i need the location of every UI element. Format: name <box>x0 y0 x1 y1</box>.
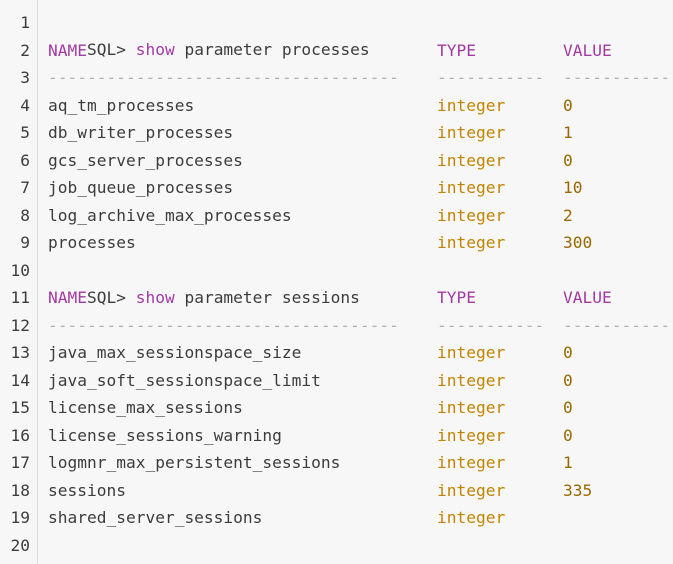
param-name: log_archive_max_processes <box>48 206 292 225</box>
line-number: 2 <box>20 41 30 60</box>
line-number: 18 <box>10 481 31 500</box>
separator-name: ------------------------------------ <box>48 68 399 87</box>
param-value: 2 <box>563 206 573 225</box>
sql-command-line[interactable]: SQL> show parameter processes <box>48 9 370 59</box>
header-name: NAME <box>48 41 87 60</box>
line-number-gutter: 1 2 3 4 5 6 7 8 9 10 11 12 13 14 15 16 1… <box>0 0 38 564</box>
header-type: TYPE <box>437 41 476 60</box>
param-type: integer <box>437 481 506 500</box>
param-type: integer <box>437 508 506 527</box>
separator-row: ------------------------------------ ---… <box>0 312 673 339</box>
param-type: integer <box>437 206 506 225</box>
param-name: logmnr_max_persistent_sessions <box>48 453 341 472</box>
header-name: NAME <box>48 288 87 307</box>
param-value: 0 <box>563 96 573 115</box>
param-type: integer <box>437 453 506 472</box>
table-row: shared_server_sessions integer <box>0 504 673 531</box>
param-name: java_soft_sessionspace_limit <box>48 371 321 390</box>
sql-command-line[interactable]: SQL> show parameter sessions <box>48 257 360 307</box>
line-number: 10 <box>10 261 31 280</box>
header-value: VALUE <box>563 288 612 307</box>
param-value: 0 <box>563 371 573 390</box>
line-number: 5 <box>20 123 30 142</box>
separator-type: ----------- <box>437 68 545 87</box>
param-type: integer <box>437 178 506 197</box>
param-value: 1 <box>563 453 573 472</box>
table-row: java_soft_sessionspace_limit integer 0 <box>0 367 673 394</box>
param-value: 0 <box>563 426 573 445</box>
table-row: aq_tm_processes integer 0 <box>0 92 673 119</box>
param-name: aq_tm_processes <box>48 96 195 115</box>
param-type: integer <box>437 343 506 362</box>
param-value: 0 <box>563 398 573 417</box>
separator-value: ------------------------------ <box>563 316 673 335</box>
column-header-row: NAME TYPE VALUE <box>0 284 673 311</box>
table-row: license_max_sessions integer 0 <box>0 394 673 421</box>
table-row: logmnr_max_persistent_sessions integer 1 <box>0 449 673 476</box>
param-name: sessions <box>48 481 126 500</box>
param-type: integer <box>437 123 506 142</box>
line-number: 19 <box>10 508 31 527</box>
param-name: processes <box>48 233 136 252</box>
line-number: 3 <box>20 68 30 87</box>
param-type: integer <box>437 371 506 390</box>
line-number: 13 <box>10 343 31 362</box>
param-name: license_max_sessions <box>48 398 243 417</box>
line-number: 11 <box>10 288 31 307</box>
param-type: integer <box>437 233 506 252</box>
separator-value: ------------------------------ <box>563 68 673 87</box>
param-name: gcs_server_processes <box>48 151 243 170</box>
sql-prompt: SQL> <box>86 40 126 59</box>
line-number: 8 <box>20 206 30 225</box>
table-row: license_sessions_warning integer 0 <box>0 422 673 449</box>
param-type: integer <box>437 398 506 417</box>
param-value: 335 <box>563 481 593 500</box>
param-value: 0 <box>563 151 573 170</box>
param-value: 0 <box>563 343 573 362</box>
param-value: 1 <box>563 123 573 142</box>
line-number: 12 <box>10 316 31 335</box>
param-type: integer <box>437 96 506 115</box>
param-value: 10 <box>563 178 583 197</box>
line-number: 7 <box>20 178 30 197</box>
line-number: 20 <box>10 536 31 555</box>
separator-type: ----------- <box>437 316 545 335</box>
line-number: 9 <box>20 233 30 252</box>
param-value: 300 <box>563 233 593 252</box>
param-name: java_max_sessionspace_size <box>48 343 302 362</box>
table-row: db_writer_processes integer 1 <box>0 119 673 146</box>
param-name: license_sessions_warning <box>48 426 282 445</box>
table-row: job_queue_processes integer 10 <box>0 174 673 201</box>
table-row: sessions integer 335 <box>0 477 673 504</box>
param-type: integer <box>437 151 506 170</box>
line-number: 6 <box>20 151 30 170</box>
show-keyword: show <box>135 288 175 307</box>
param-name: shared_server_sessions <box>48 508 263 527</box>
header-type: TYPE <box>437 288 476 307</box>
table-row: processes integer 300 <box>0 229 673 256</box>
param-name: job_queue_processes <box>48 178 234 197</box>
column-header-row: NAME TYPE VALUE <box>0 37 673 64</box>
sql-prompt: SQL> <box>86 288 126 307</box>
command-text: parameter sessions <box>184 288 360 307</box>
line-number: 16 <box>10 426 31 445</box>
separator-row: ------------------------------------ ---… <box>0 64 673 91</box>
table-row: log_archive_max_processes integer 2 <box>0 202 673 229</box>
line-number: 1 <box>20 13 30 32</box>
show-keyword: show <box>135 40 175 59</box>
table-row: gcs_server_processes integer 0 <box>0 147 673 174</box>
command-text: parameter processes <box>184 40 370 59</box>
line-number: 17 <box>10 453 31 472</box>
line-number: 4 <box>20 96 30 115</box>
param-type: integer <box>437 426 506 445</box>
line-number: 15 <box>10 398 31 417</box>
header-value: VALUE <box>563 41 612 60</box>
table-row: java_max_sessionspace_size integer 0 <box>0 339 673 366</box>
param-name: db_writer_processes <box>48 123 234 142</box>
separator-name: ------------------------------------ <box>48 316 399 335</box>
line-number: 14 <box>10 371 31 390</box>
